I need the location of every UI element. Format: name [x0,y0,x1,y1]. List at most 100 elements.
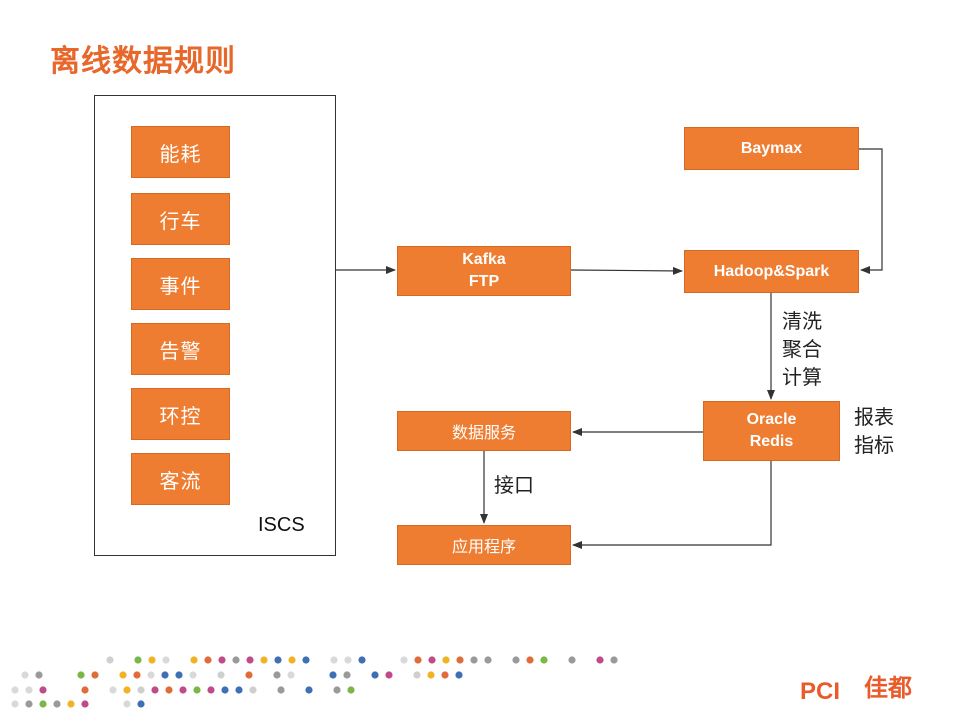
process-step: 聚合 [782,337,822,361]
decorative-dot [287,671,295,679]
decorative-dot [133,671,141,679]
decorative-dot [249,686,257,694]
category-alarm: 告警 [131,323,230,375]
baymax-label: Baymax [740,139,803,157]
decorative-dot [470,656,478,664]
pci-logo-icon: PCI [800,678,840,704]
ftp-label: FTP [468,273,500,290]
decorative-dot [343,671,351,679]
category-driving: 行车 [131,193,230,245]
decorative-dot [123,700,131,708]
decorative-dot [305,686,313,694]
decorative-dot [161,671,169,679]
hadoop-spark-node: Hadoop&Spark [684,250,859,293]
decorative-dot [190,656,198,664]
data-service-node: 数据服务 [397,411,571,451]
decorative-dot [456,656,464,664]
category-energy: 能耗 [131,126,230,178]
decorative-dot [137,686,145,694]
decorative-dot [217,671,225,679]
page-title: 离线数据规则 [50,44,236,79]
decorative-dot [371,671,379,679]
decorative-dot [385,671,393,679]
decorative-dot [512,656,520,664]
iscs-frame [94,95,336,556]
category-label: 客流 [159,468,202,493]
hadoop-label: Hadoop&Spark [713,262,830,280]
decorative-dot [221,686,229,694]
decorative-dot [207,686,215,694]
decorative-dot [123,686,131,694]
decorative-dot [81,700,89,708]
category-label: 环控 [159,403,202,428]
process-step: 清洗 [782,309,822,333]
decorative-dot [260,656,268,664]
decorative-dot [39,686,47,694]
decorative-dot [232,656,240,664]
baymax-node: Baymax [684,127,859,170]
interface-note: 接口 [494,471,534,499]
application-label: 应用程序 [451,537,516,556]
oracle-redis-node: Oracle Redis [703,401,840,461]
decorative-dot [21,671,29,679]
decorative-dot [119,671,127,679]
decorative-dot [347,686,355,694]
decorative-dot [35,671,43,679]
interface-label: 接口 [494,473,534,497]
decorative-dot [91,671,99,679]
category-event: 事件 [131,258,230,310]
decorative-dot [329,671,337,679]
decorative-dot [218,656,226,664]
decorative-dot [413,671,421,679]
decorative-dot [610,656,618,664]
decorative-dot [109,686,117,694]
decorative-dot [147,671,155,679]
process-note: 清洗 聚合 计算 [782,307,822,391]
decorative-dot [540,656,548,664]
pci-logo-text: PCI [800,678,840,704]
decorative-dot [235,686,243,694]
process-step: 计算 [782,365,822,389]
decorative-dot [162,656,170,664]
category-label: 行车 [159,208,202,233]
decorative-dot [106,656,114,664]
arrow-baymax-to-hadoop [859,148,883,274]
decorative-dot [77,671,85,679]
kafka-ftp-node: Kafka FTP [397,246,571,296]
decorative-dot [25,700,33,708]
decorative-dot [189,671,197,679]
decorative-dot [11,686,19,694]
decorative-dot [11,700,19,708]
decorative-dot [277,686,285,694]
decorative-dot [179,686,187,694]
decorative-dot [137,700,145,708]
arrow-kafka-to-hadoop [570,266,683,275]
category-env-control: 环控 [131,388,230,440]
decorative-dot [344,656,352,664]
decorative-dot [175,671,183,679]
decorative-dot [596,656,604,664]
redis-label: Redis [749,433,794,450]
decorative-dot [151,686,159,694]
category-label: 告警 [159,338,202,363]
data-service-label: 数据服务 [451,423,516,442]
iscs-label: ISCS [258,514,305,536]
decorative-dot [273,671,281,679]
report-item: 指标 [854,433,894,457]
decorative-dot [568,656,576,664]
decorative-dot [442,656,450,664]
decorative-dot [165,686,173,694]
decorative-dot [330,656,338,664]
decorative-dot [274,656,282,664]
decorative-dot [414,656,422,664]
decorative-dot [526,656,534,664]
decorative-dot [455,671,463,679]
kafka-label: Kafka [462,251,506,268]
decorative-dot [134,656,142,664]
decorative-dot [148,656,156,664]
category-label: 能耗 [159,141,202,166]
category-label: 事件 [159,273,202,298]
decorative-dot [246,656,254,664]
decorative-dot [428,656,436,664]
